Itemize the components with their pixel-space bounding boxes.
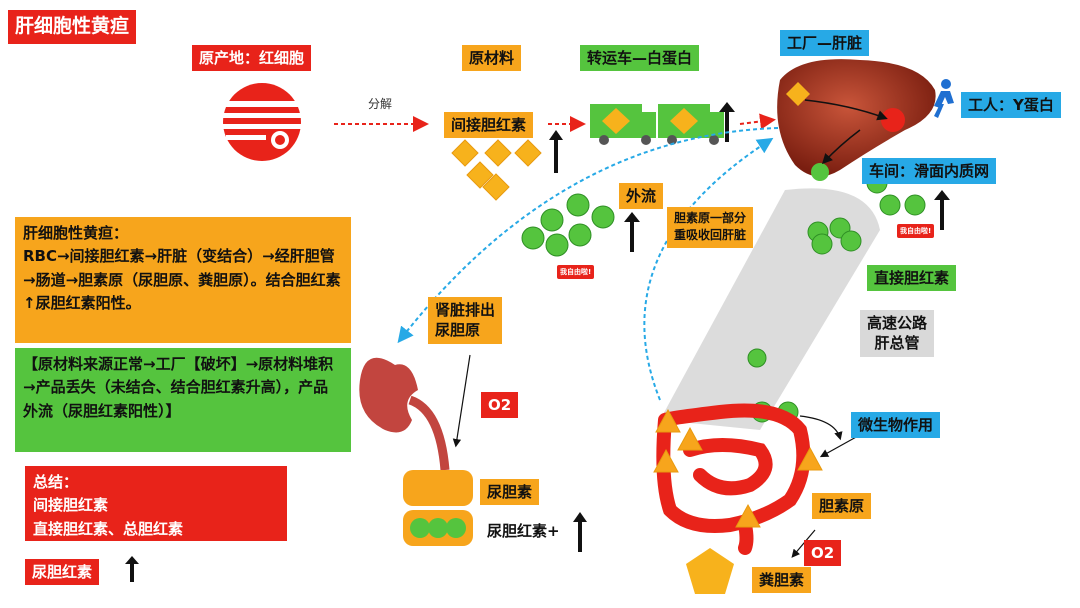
outflow-to-kidney-curve [397,127,779,344]
reabsorb-curve [643,137,774,401]
outflow-bilirubin-balls [521,193,615,257]
urine-bilirubin-positive-label: 尿胆红素+ [487,522,560,540]
free-tag-right: 我自由啦! [897,224,935,238]
stercobilin-label: 粪胆素 [752,567,812,594]
page-title: 肝细胞性黄疸 [8,10,137,44]
mechanism-box: 【原材料来源正常→工厂【破坏】→原材料堆积→产品丢失（未结合、结合胆红素升高），… [15,348,351,452]
pathway-box: 肝细胞性黄疸： RBC→间接胆红素→肝脏（变结合）→经肝胆管→肠道→胆素原（尿胆… [15,217,351,343]
stercobilin-pentagon [686,548,734,594]
outflow-label: 外流 [619,183,664,210]
indirect-bilirubin-crystals [451,139,542,201]
kidney-label: 肾脏排出 尿胆原 [428,297,503,344]
transport-label: 转运车—白蛋白 [580,45,700,72]
indirect-bilirubin-label: 间接胆红素 [444,112,534,139]
workshop-label: 车间：滑面内质网 [862,158,997,185]
summary-box: 总结： 间接胆红素 直接胆红素、总胆红素 [25,466,287,541]
summary-heading: 总结： [33,473,79,491]
albumin-truck-icon [590,104,724,145]
urine-bilirubin-summary: 尿胆红素 [25,559,100,586]
pathway-body: RBC→间接胆红素→肝脏（变结合）→经肝胆管→肠道→胆素原（尿胆原、粪胆原）。结… [23,247,341,312]
decompose-label: 分解 [368,97,393,111]
running-person-icon [934,79,954,118]
bilinogen-triangles [653,408,823,528]
summary-line-indirect: 间接胆红素 [33,496,109,515]
o2-left-label: O2 [481,392,519,419]
kidney-icon [359,357,450,471]
intestine-icon [656,403,811,555]
factory-label: 工厂—肝脏 [780,30,870,57]
liver-icon [777,59,936,181]
summary-line-direct-total: 直接胆红素、总胆红素 [33,519,184,538]
direct-bilirubin-label: 直接胆红素 [867,265,957,292]
urobilin-label: 尿胆素 [480,479,540,506]
reabsorb-label: 胆素原一部分 重吸收回肝脏 [667,207,754,248]
red-blood-cell-icon [222,83,302,161]
free-tag-left: 我自由啦! [557,265,595,279]
raw-material-label: 原材料 [462,45,522,72]
microbe-label: 微生物作用 [851,412,941,439]
o2-right-label: O2 [804,540,842,567]
bilinogen-label: 胆素原 [812,493,872,520]
highway-label: 高速公路 肝总管 [860,310,935,357]
pathway-heading: 肝细胞性黄疸： [23,224,129,242]
urobilin-box [403,470,473,506]
worker-label: 工人：Y蛋白 [961,92,1061,119]
origin-label: 原产地：红细胞 [192,45,312,72]
